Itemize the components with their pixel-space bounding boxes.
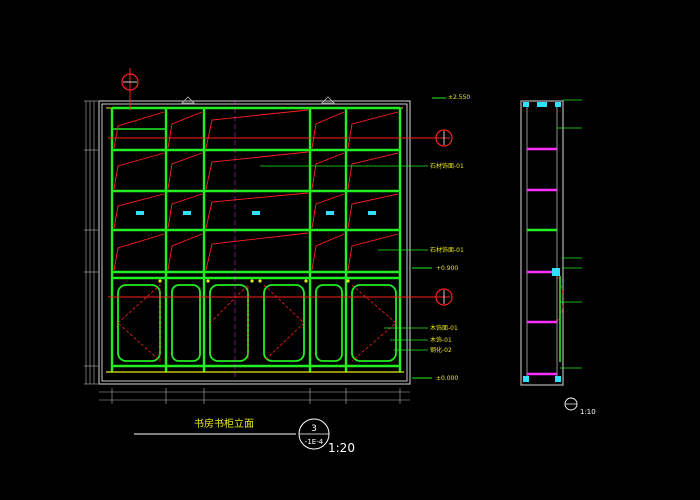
section-shelves <box>527 147 557 376</box>
section-markers <box>108 68 453 306</box>
section-scale-text: 1:10 <box>580 408 596 416</box>
dimension-lines <box>84 100 410 404</box>
label-stone-lower: 石材饰面-01 <box>430 246 464 254</box>
label-wood-veneer: 木饰面-01 <box>430 324 458 332</box>
title-block: 书房书柜立面 3 -1E-4 1:20 <box>134 417 355 455</box>
cabinet-outer-frame <box>98 100 411 385</box>
section-marker-top <box>121 73 139 91</box>
section-outline <box>520 100 564 386</box>
door-swing-lines <box>117 284 397 362</box>
side-section: 1:10 <box>520 99 596 416</box>
drawing-scale: 1:20 <box>328 441 355 455</box>
vent-markers <box>181 96 335 104</box>
label-wood: 木饰-01 <box>430 336 452 344</box>
section-marker-upper <box>435 129 453 147</box>
detail-number: 3 <box>311 424 317 434</box>
cabinet-inner-frame <box>101 103 408 382</box>
section-marker-lower <box>435 288 453 306</box>
cabinet-posts <box>110 108 402 372</box>
shelf-tags <box>136 211 376 215</box>
level-markers: ±2.550 +0.900 ±0.000 <box>412 94 470 382</box>
cabinet-subdivisions <box>112 128 204 151</box>
level-top-text: ±2.550 <box>448 94 470 101</box>
cabinet-elevation <box>98 96 411 385</box>
label-stone-upper: 石材饰面-01 <box>430 162 464 170</box>
section-fittings <box>523 102 561 382</box>
material-labels: 石材饰面-01 石材饰面-01 木饰面-01 木饰-01 钢化-02 <box>260 162 464 354</box>
drawing-title: 书房书柜立面 <box>194 417 254 430</box>
section-leaders <box>557 99 582 369</box>
cabinet-shelves <box>112 106 400 368</box>
sheet-reference: -1E-4 <box>305 438 324 446</box>
level-floor-text: ±0.000 <box>436 375 458 382</box>
label-glass: 钢化-02 <box>430 346 452 354</box>
door-handles <box>158 279 350 283</box>
glass-hatch-lines <box>113 109 399 271</box>
level-mid-text: +0.900 <box>436 265 458 272</box>
